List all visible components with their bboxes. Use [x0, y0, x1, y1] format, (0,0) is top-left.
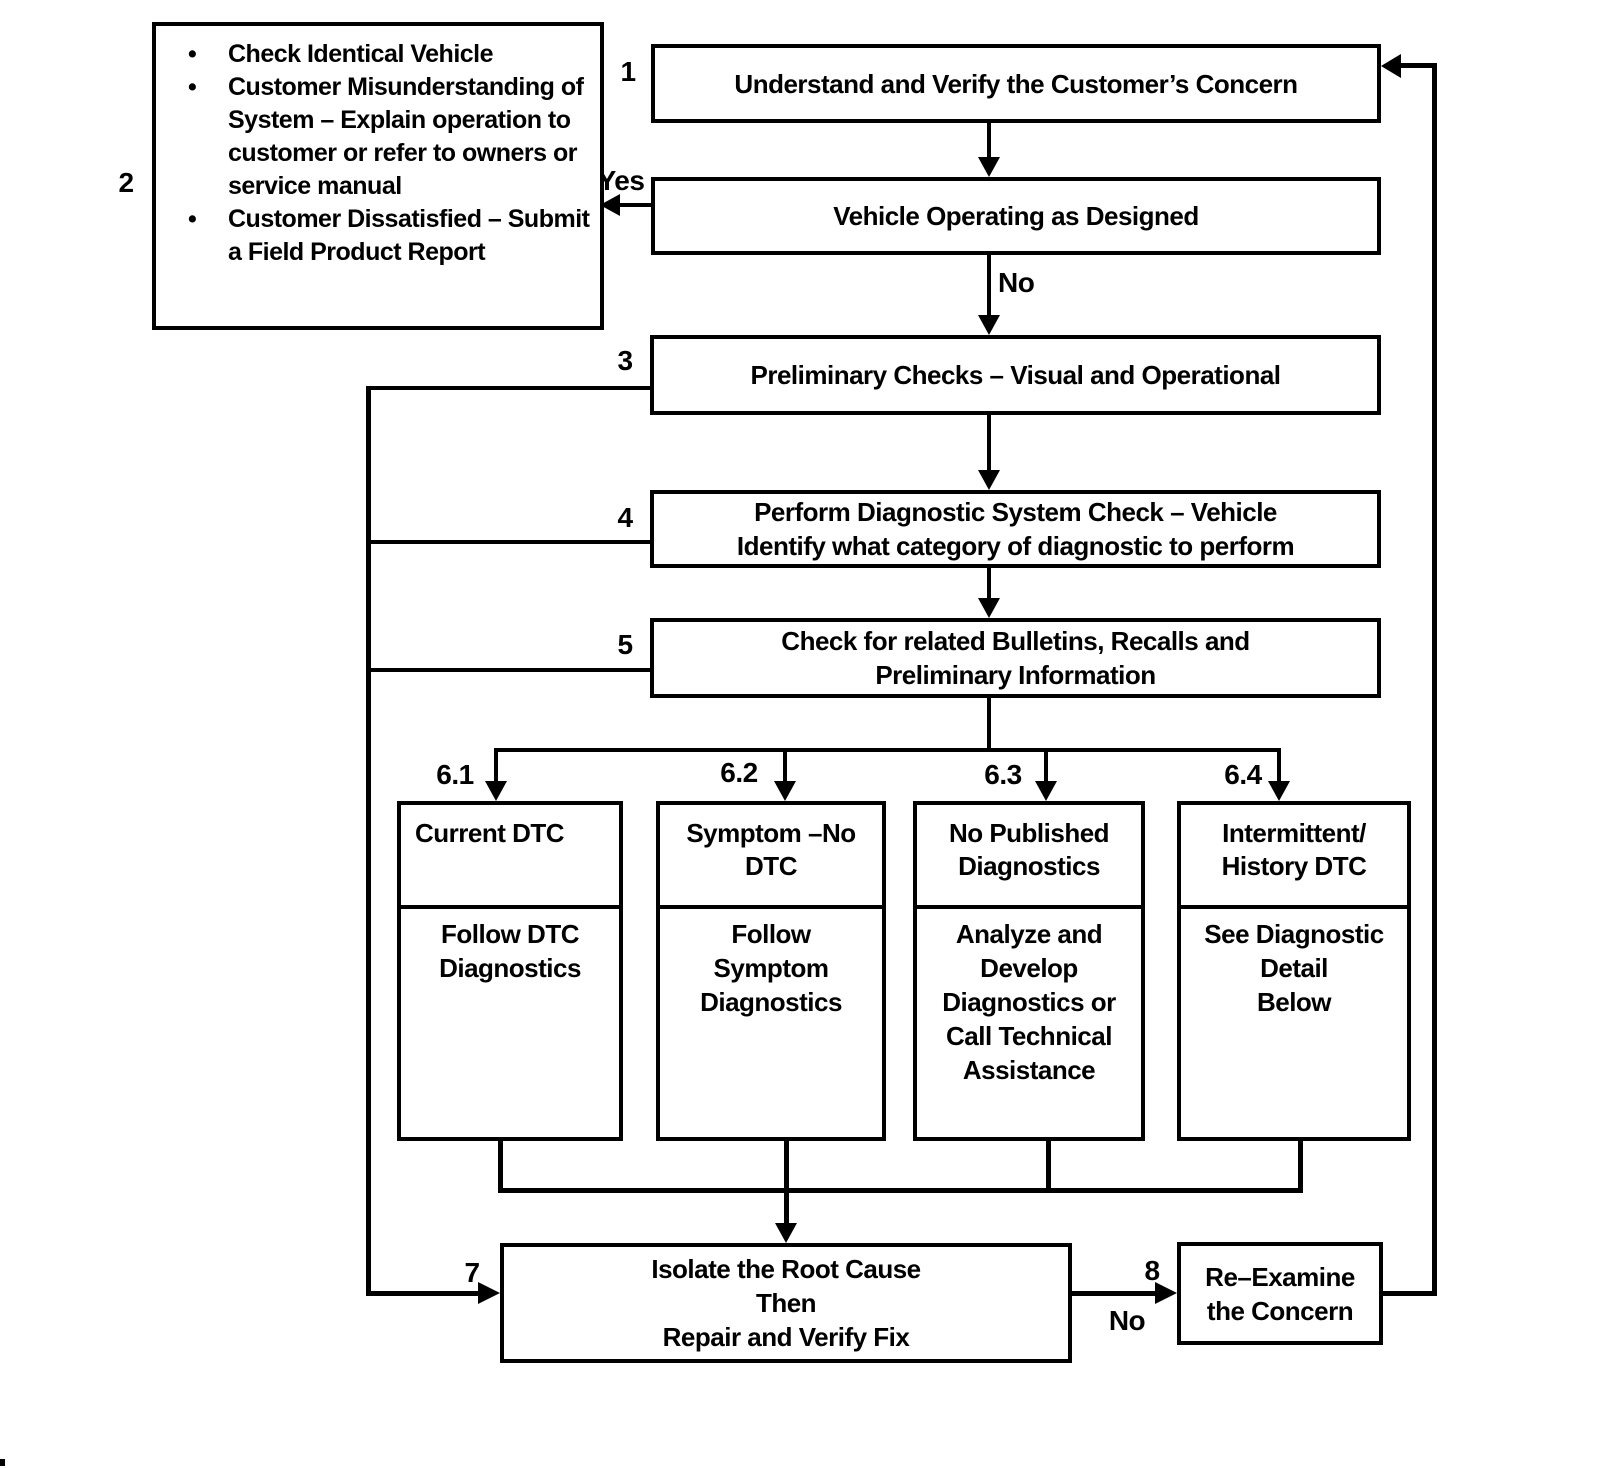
step2-item-2-text: Customer Misunderstanding of System – Ex…: [228, 73, 584, 200]
connector-step4-to-step5: [987, 568, 991, 600]
connector-step8-out: [1383, 1291, 1437, 1296]
branch-6-2-body: Follow Symptom Diagnostics: [700, 919, 842, 1017]
step2-bullet-2: • Customer Misunderstanding of System – …: [180, 71, 584, 203]
step4-text: Perform Diagnostic System Check – Vehicl…: [736, 497, 1295, 561]
step1-text: Understand and Verify the Customer’s Con…: [734, 68, 1298, 99]
step-label-6-2: 6.2: [720, 757, 758, 788]
step-label-4: 4: [617, 502, 633, 533]
step-label-7: 7: [464, 1257, 480, 1288]
step-label-6-1: 6.1: [436, 759, 474, 790]
connector-6-3-down: [1046, 1141, 1051, 1193]
yes-label: Yes: [597, 165, 645, 196]
branch-6-4-body: See Diagnostic Detail Below: [1204, 919, 1384, 1017]
connector-6-4-down: [1298, 1141, 1303, 1193]
scan-artifact-dot: [0, 1459, 5, 1466]
arrowhead-into-step2: [600, 194, 620, 216]
step-label-6-4: 6.4: [1224, 759, 1262, 790]
connector-drop-6-3: [1044, 748, 1048, 783]
arrowhead-into-6-4: [1268, 781, 1290, 801]
branch-6-1-header: Current DTC: [415, 818, 565, 848]
step-label-5: 5: [617, 629, 633, 660]
arrowhead-into-step1: [1381, 54, 1401, 78]
branch-6-2-divider: [660, 905, 882, 909]
step5-box: Check for related Bulletins, Recalls and…: [650, 618, 1381, 698]
arrowhead-into-6-3: [1035, 781, 1057, 801]
step-label-2: 2: [118, 167, 134, 198]
connector-step3-to-step4: [987, 415, 991, 472]
decision-box: Vehicle Operating as Designed: [651, 177, 1381, 255]
connector-step1-to-decision: [987, 123, 991, 163]
bullet-icon: •: [188, 73, 197, 101]
branch-6-2-box: Symptom –No DTC Follow Symptom Diagnosti…: [656, 801, 886, 1141]
no-label-reexamine: No: [1108, 1305, 1146, 1336]
arrowhead-into-6-1: [485, 781, 507, 801]
branch-6-4-divider: [1181, 905, 1407, 909]
connector-decision-to-step3: [987, 255, 991, 317]
branch-6-3-body: Analyze and Develop Diagnostics or Call …: [942, 919, 1116, 1085]
connector-drop-6-1: [494, 748, 498, 783]
step2-item-1-text: Check Identical Vehicle: [228, 40, 494, 68]
connector-drop-6-2: [783, 748, 787, 783]
step8-box: Re–Examine the Concern: [1177, 1242, 1383, 1345]
arrowhead-into-step3: [978, 315, 1000, 335]
step7-box: Isolate the Root Cause Then Repair and V…: [500, 1243, 1072, 1363]
step5-text: Check for related Bulletins, Recalls and…: [781, 626, 1250, 690]
branch-6-3-divider: [917, 905, 1141, 909]
connector-drop-6-4: [1277, 748, 1281, 783]
arrowhead-into-step5: [978, 598, 1000, 618]
branch-6-3-box: No Published Diagnostics Analyze and Dev…: [913, 801, 1145, 1141]
step-label-6-3: 6.3: [984, 759, 1022, 790]
branch-6-1-box: Current DTC Follow DTC Diagnostics: [397, 801, 623, 1141]
step8-text: Re–Examine the Concern: [1205, 1261, 1355, 1326]
step1-box: Understand and Verify the Customer’s Con…: [651, 44, 1381, 123]
branch-6-1-body: Follow DTC Diagnostics: [439, 919, 581, 983]
no-label-decision: No: [998, 267, 1035, 298]
step-label-1: 1: [620, 56, 636, 87]
connector-step5-stub: [366, 668, 650, 672]
connector-6-1-down: [498, 1141, 503, 1193]
branch-6-4-box: Intermittent/ History DTC See Diagnostic…: [1177, 801, 1411, 1141]
connector-step3-stub: [366, 386, 650, 390]
branch-6-4-header: Intermittent/ History DTC: [1221, 818, 1367, 881]
connector-yes-line: [618, 203, 651, 207]
connector-feedback-top: [1401, 63, 1437, 68]
step3-text: Preliminary Checks – Visual and Operatio…: [750, 360, 1281, 390]
step-label-3: 3: [617, 345, 633, 376]
step7-text: Isolate the Root Cause Then Repair and V…: [651, 1254, 921, 1352]
arrowhead-into-step7-left: [478, 1282, 500, 1304]
arrowhead-into-step7-top: [775, 1223, 797, 1243]
arrowhead-into-decision: [978, 157, 1000, 177]
step2-item-3-text: Customer Dissatisfied – Submit a Field P…: [228, 205, 590, 266]
connector-feedback-vertical: [1432, 63, 1437, 1296]
arrowhead-into-6-2: [774, 781, 796, 801]
connector-6-2-to-step7: [784, 1141, 789, 1225]
step2-bullet-1: • Check Identical Vehicle: [180, 38, 494, 71]
connector-trunk-to-step7: [366, 1291, 478, 1296]
decision-text: Vehicle Operating as Designed: [833, 201, 1199, 231]
connector-step5-to-split: [987, 698, 991, 752]
connector-step7-to-step8: [1072, 1291, 1155, 1296]
connector-left-trunk: [366, 386, 371, 1296]
connector-step4-stub: [366, 540, 650, 544]
step2-box: • Check Identical Vehicle • Customer Mis…: [152, 22, 604, 330]
branch-6-3-header: No Published Diagnostics: [948, 818, 1110, 881]
branch-6-2-header: Symptom –No DTC: [686, 818, 856, 881]
step-label-8: 8: [1144, 1255, 1160, 1286]
bullet-icon: •: [188, 205, 197, 233]
step2-bullet-3: • Customer Dissatisfied – Submit a Field…: [180, 203, 590, 269]
step4-box: Perform Diagnostic System Check – Vehicl…: [650, 490, 1381, 568]
arrowhead-into-step4: [978, 470, 1000, 490]
connector-collector-bar: [498, 1188, 1303, 1193]
arrowhead-into-step8: [1155, 1282, 1177, 1304]
connector-split-bar: [494, 748, 1281, 752]
branch-6-1-divider: [401, 905, 619, 909]
bullet-icon: •: [188, 40, 197, 68]
step3-box: Preliminary Checks – Visual and Operatio…: [650, 335, 1381, 415]
